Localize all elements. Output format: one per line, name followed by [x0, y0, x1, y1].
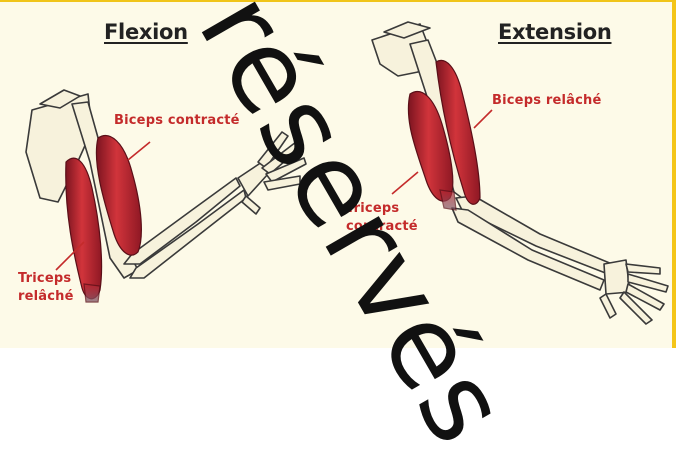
- pointer-biceps-right: [474, 110, 492, 128]
- hand-right: [600, 260, 668, 324]
- extension-title: Extension: [498, 20, 612, 44]
- diagram-canvas: Flexion Extension Biceps contracté Trice…: [0, 0, 676, 348]
- triceps-relaxed-label-line2: relâché: [18, 288, 74, 306]
- pointer-biceps-left: [128, 142, 150, 160]
- forearm-right-radius: [452, 208, 604, 290]
- biceps-relaxed-label: Biceps relâché: [492, 92, 602, 110]
- triceps-relaxed-label: Triceps relâché: [18, 270, 74, 306]
- triceps-relaxed-label-line1: Triceps: [18, 270, 74, 288]
- extension-muscles: [408, 60, 480, 210]
- forearm-left-radius: [130, 190, 246, 278]
- biceps-contracted-left: [96, 136, 141, 256]
